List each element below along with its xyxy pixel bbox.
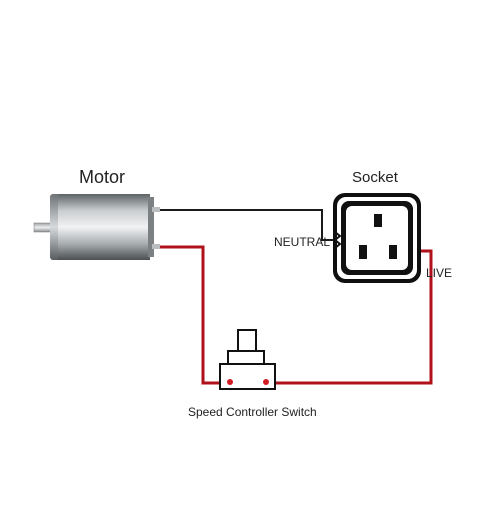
neutral-label: NEUTRAL: [274, 235, 331, 249]
dc-motor-icon: [33, 194, 160, 260]
socket-label: Socket: [352, 169, 398, 186]
rotary-switch-icon: [219, 329, 276, 390]
motor-to-switch-wire: [158, 245, 230, 385]
switch-label: Speed Controller Switch: [188, 405, 317, 419]
switch-terminal-left: [227, 379, 233, 385]
neutral-wire: [158, 209, 342, 241]
power-socket-icon: [333, 193, 421, 283]
motor-label: Motor: [79, 167, 126, 187]
live-label: LIVE: [426, 266, 453, 280]
switch-terminal-right: [263, 379, 269, 385]
